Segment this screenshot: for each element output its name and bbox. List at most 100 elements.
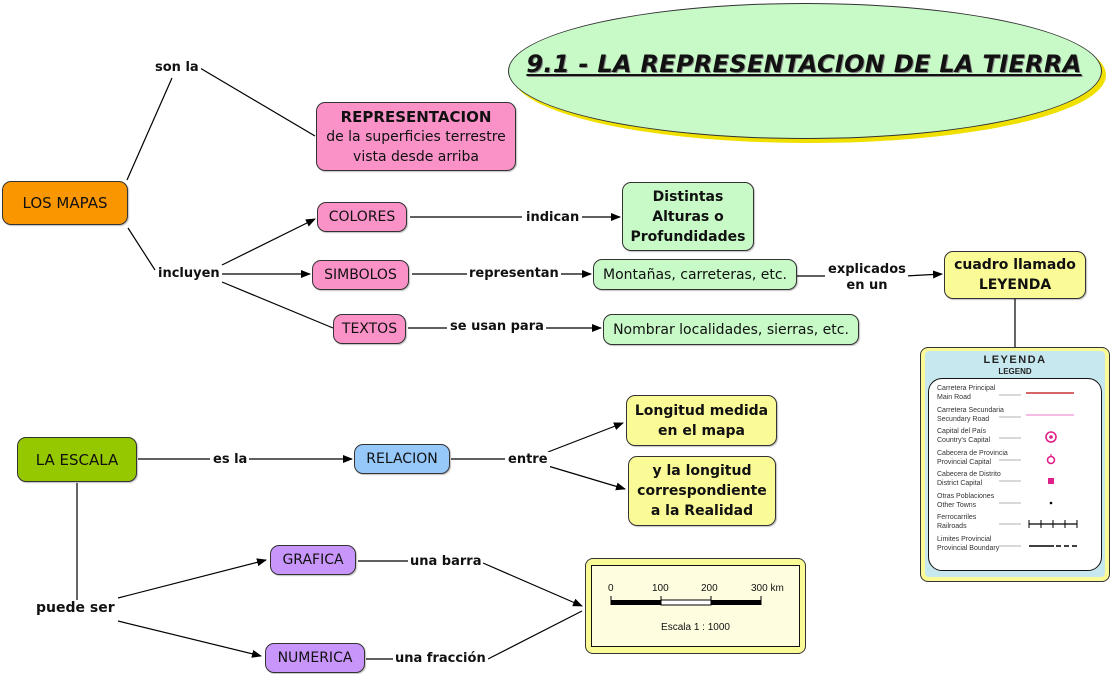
concept-longitud-mapa[interactable]: Longitud medida en el mapa xyxy=(626,395,777,446)
legend-label-en: Provincial Capital xyxy=(937,458,992,466)
scale-bar xyxy=(610,596,762,606)
scale-tick-label: 200 xyxy=(701,583,718,594)
scale-segment-black xyxy=(611,600,661,605)
link-incluyen-colores xyxy=(221,218,316,266)
concept-nombrar[interactable]: Nombrar localidades, sierras, etc. xyxy=(603,314,859,345)
link-puedeser-grafica xyxy=(117,558,267,599)
concept-label: vista desde arriba xyxy=(353,148,479,165)
link-puedeser-numerica xyxy=(117,620,262,658)
concept-label: SIMBOLOS xyxy=(324,267,397,283)
concept-representacion[interactable]: REPRESENTACION de la superficies terrest… xyxy=(316,102,516,171)
concept-label: en el mapa xyxy=(657,422,745,439)
concept-label: LEYENDA xyxy=(978,277,1052,293)
legend-symbol-dash-line-icon xyxy=(999,544,1077,547)
concept-label: Profundidades xyxy=(630,228,746,245)
link-label-representan: representan xyxy=(467,266,561,282)
legend-label-es: Otras Poblaciones xyxy=(937,492,995,500)
legend-label-es: Cabecera de Provincia xyxy=(937,449,1008,457)
scale-tick-label: 100 xyxy=(652,583,669,594)
concept-leyenda[interactable]: cuadro llamado LEYENDA xyxy=(944,251,1086,299)
concept-label: Distintas xyxy=(652,188,724,205)
link-unabarra-scale xyxy=(482,562,583,607)
concept-label: y la longitud xyxy=(652,463,752,479)
concept-relacion[interactable]: RELACION xyxy=(354,444,450,474)
concept-label: Nombrar localidades, sierras, etc. xyxy=(613,321,849,338)
legend-symbol-star-circle-icon xyxy=(999,431,1057,443)
legend-symbol-pink-line-icon xyxy=(999,414,1074,417)
scale-tick-label: 0 xyxy=(608,583,614,594)
link-label-una-barra: una barra xyxy=(408,554,484,570)
concept-montanas[interactable]: Montañas, carreteras, etc. xyxy=(593,259,797,290)
concept-label: TEXTOS xyxy=(341,321,398,337)
link-label-incluyen: incluyen xyxy=(156,266,222,282)
title-ellipse xyxy=(508,3,1102,139)
concept-alturas[interactable]: Distintas Alturas o Profundidades xyxy=(622,182,754,251)
link-label-entre: entre xyxy=(506,452,550,468)
link-entre-longitud-mapa xyxy=(547,422,624,453)
link-label-una-fraccion: una fracción xyxy=(393,651,488,667)
link-explicados-leyenda xyxy=(904,270,943,279)
link-unafraccion-scale xyxy=(487,610,583,660)
concept-label: NUMERICA xyxy=(277,650,353,666)
link-label-se-usan-para: se usan para xyxy=(448,319,546,335)
concept-label: a la Realidad xyxy=(650,503,754,519)
legend-symbol-red-line-icon xyxy=(999,392,1074,396)
link-label-puede-ser: puede ser xyxy=(34,600,117,616)
legend-symbol-open-circle-icon xyxy=(999,453,1056,464)
concept-textos[interactable]: TEXTOS xyxy=(333,314,406,344)
page-title: 9.1 - LA REPRESENTACION DE LA TIERRA xyxy=(526,50,1082,78)
legend-label-en: Country's Capital xyxy=(937,437,991,444)
link-label-line: en un xyxy=(846,278,888,293)
legend-symbol-railroad-icon xyxy=(999,520,1078,528)
concept-label: Alturas o xyxy=(652,208,724,225)
legend-symbol-dot-icon xyxy=(999,501,1053,504)
legend-label-es: Ferrocarriles xyxy=(937,514,977,521)
legend-label-en: Provincial Boundary xyxy=(937,544,1000,552)
legend-label-en: District Capital xyxy=(937,480,983,487)
legend-symbol-square-icon xyxy=(999,478,1054,484)
link-mapas-incluyen xyxy=(127,227,156,271)
concept-numerica[interactable]: NUMERICA xyxy=(265,643,365,673)
scale-tick-label: 300 km xyxy=(751,583,784,594)
concept-label: de la superficies terrestre xyxy=(326,128,506,145)
legend-label-es: Capital del País xyxy=(937,428,987,435)
link-incluyen-textos xyxy=(221,281,334,329)
legend-label-en: Railroads xyxy=(937,523,967,530)
concept-colores[interactable]: COLORES xyxy=(317,202,407,232)
concept-label: COLORES xyxy=(328,209,396,225)
link-sonla-representacion xyxy=(199,67,316,137)
concept-longitud-real[interactable]: y la longitud correspondiente a la Reali… xyxy=(628,456,776,526)
concept-label: LA ESCALA xyxy=(35,450,119,469)
concept-grafica[interactable]: GRAFICA xyxy=(270,545,356,575)
legend-subtitle: LEGEND xyxy=(998,367,1032,376)
concept-label: LOS MAPAS xyxy=(22,194,108,212)
scale-panel: 0 100 200 300 km Escala 1 : 1000 xyxy=(591,565,800,647)
concept-simbolos[interactable]: SIMBOLOS xyxy=(312,260,409,290)
legend-label-es: Limites Provincial xyxy=(937,535,992,543)
link-mapas-sonla xyxy=(126,77,173,181)
link-label-son-la: son la xyxy=(153,60,201,76)
link-label-line: explicados xyxy=(828,262,906,277)
link-label-explicados: explicados en un xyxy=(826,262,908,294)
concept-los-mapas[interactable]: LOS MAPAS xyxy=(2,181,128,225)
concept-label: correspondiente xyxy=(637,483,767,499)
legend-label-es: Cabecera de Distrito xyxy=(937,471,1001,478)
scale-bar-image[interactable]: 0 100 200 300 km Escala 1 : 1000 xyxy=(585,558,806,654)
concept-label: GRAFICA xyxy=(282,552,344,568)
legend-label-es: Carretera Principal xyxy=(937,385,996,392)
concept-la-escala[interactable]: LA ESCALA xyxy=(17,437,137,482)
link-entre-longitud-real xyxy=(547,465,626,491)
concept-label: RELACION xyxy=(366,451,438,467)
concept-label: Longitud medida xyxy=(634,402,769,419)
link-label-es-la: es la xyxy=(211,452,250,468)
